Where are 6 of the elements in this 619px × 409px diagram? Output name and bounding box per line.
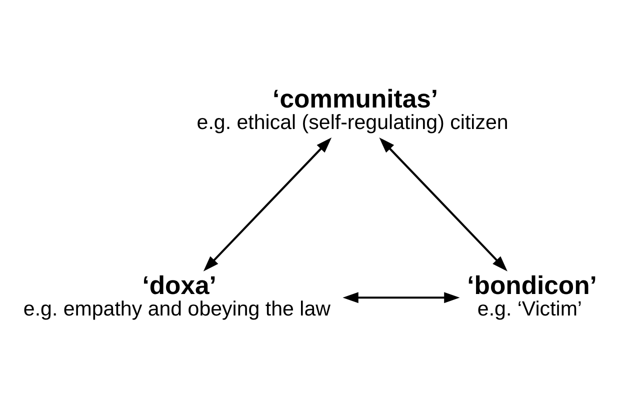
- node-text: ‘doxa’ e.g. empathy and obeying the law: [23, 272, 330, 320]
- arrow: [203, 138, 332, 272]
- arrow: [379, 138, 508, 272]
- arrow: [342, 292, 460, 304]
- node-text: ‘bondicon’ e.g. ‘Victim’: [467, 272, 597, 320]
- node-text: ‘communitas’ e.g. ethical (self-regulating) citizen: [196, 86, 508, 134]
